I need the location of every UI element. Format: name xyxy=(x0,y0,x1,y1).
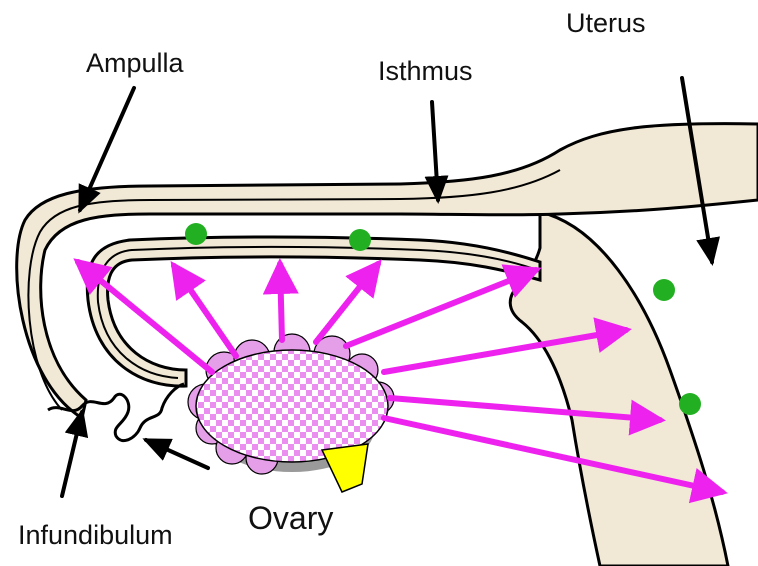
magenta-arrow xyxy=(346,270,536,346)
magenta-arrow xyxy=(280,264,282,340)
green-dot xyxy=(679,393,701,415)
label-ovary: Ovary xyxy=(248,500,333,537)
green-dot xyxy=(653,279,675,301)
label-uterus: Uterus xyxy=(566,8,646,39)
magenta-arrow xyxy=(316,264,378,342)
uterus-body xyxy=(510,212,728,566)
ovary-yellow-body xyxy=(322,444,368,492)
label-isthmus: Isthmus xyxy=(378,56,473,87)
ovary-to-fimbriae-pointer-arrow xyxy=(146,440,208,468)
magenta-arrow xyxy=(174,266,236,356)
infundibulum-pointer-arrow xyxy=(62,412,82,496)
green-dot xyxy=(349,229,371,251)
ovary xyxy=(188,334,394,492)
label-infundibulum: Infundibulum xyxy=(18,520,173,551)
label-ampulla: Ampulla xyxy=(86,48,184,79)
green-dot xyxy=(185,223,207,245)
